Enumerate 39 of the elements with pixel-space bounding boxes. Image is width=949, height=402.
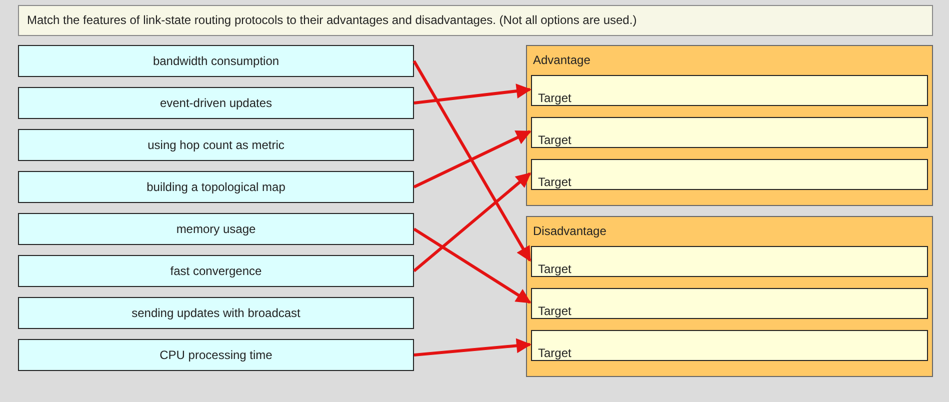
option-card (18, 45, 414, 77)
option-label: sending updates with broadcast (130, 305, 302, 320)
target-slot (531, 75, 928, 106)
group-heading: Advantage (533, 53, 590, 67)
option-card (18, 171, 414, 203)
option-label: Target (538, 261, 572, 276)
option-card (18, 213, 414, 245)
option-card (18, 339, 414, 371)
option-label: using hop count as metric (146, 137, 286, 152)
group-heading: Disadvantage (533, 224, 606, 238)
option-label: memory usage (175, 221, 257, 236)
target-slot (531, 288, 928, 319)
option-card (18, 87, 414, 119)
target-slot (531, 117, 928, 148)
arrow (413, 172, 532, 272)
option-label: Target (538, 303, 572, 318)
option-label: fast convergence (169, 263, 263, 278)
arrow (413, 228, 532, 304)
option-label: Target (538, 174, 572, 189)
drop-zone-panel (526, 216, 933, 377)
option-card (18, 255, 414, 287)
option-label: Target (538, 90, 572, 105)
drop-zone-panel (526, 45, 933, 206)
option-card (18, 129, 414, 161)
option-card (18, 297, 414, 329)
target-slot (531, 246, 928, 277)
option-label: CPU processing time (158, 347, 274, 362)
option-label: building a topological map (146, 179, 286, 194)
instruction-text: Match the features of link-state routing protocols to their advantages and disadvantages. (Not all options are used.) (18, 5, 933, 36)
option-label: Target (538, 132, 572, 147)
arrow (414, 338, 532, 356)
arrow (413, 130, 532, 188)
arrow (414, 84, 532, 104)
option-label: bandwidth consumption (152, 53, 280, 68)
option-label: event-driven updates (158, 95, 274, 110)
target-slot (531, 330, 928, 361)
arrow (412, 60, 532, 262)
target-slot (531, 159, 928, 190)
option-label: Target (538, 345, 572, 360)
